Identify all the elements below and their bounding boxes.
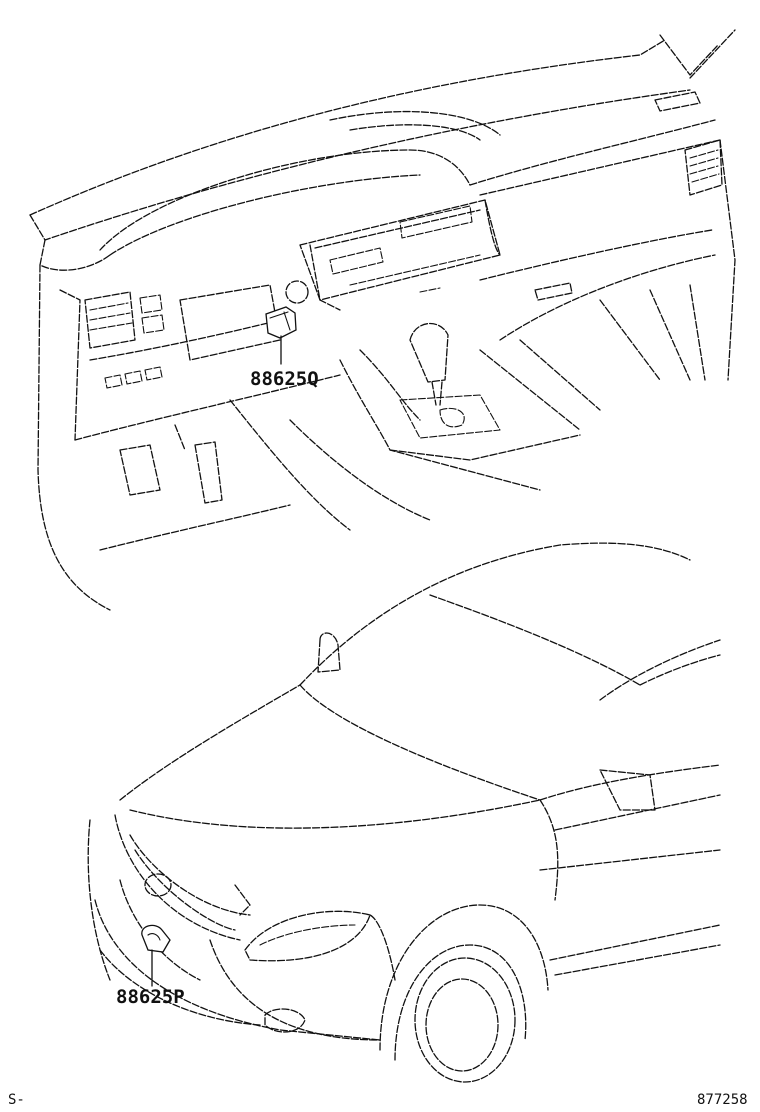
vehicle-illustration — [87, 542, 721, 1083]
lower-part-callout[interactable]: 88625P — [116, 986, 185, 1008]
footer-left-mark: S- — [8, 1092, 25, 1108]
upper-part-callout[interactable]: 88625Q — [250, 368, 319, 390]
dashboard-illustration — [29, 29, 736, 611]
drawing-number: 877258 — [697, 1092, 748, 1108]
